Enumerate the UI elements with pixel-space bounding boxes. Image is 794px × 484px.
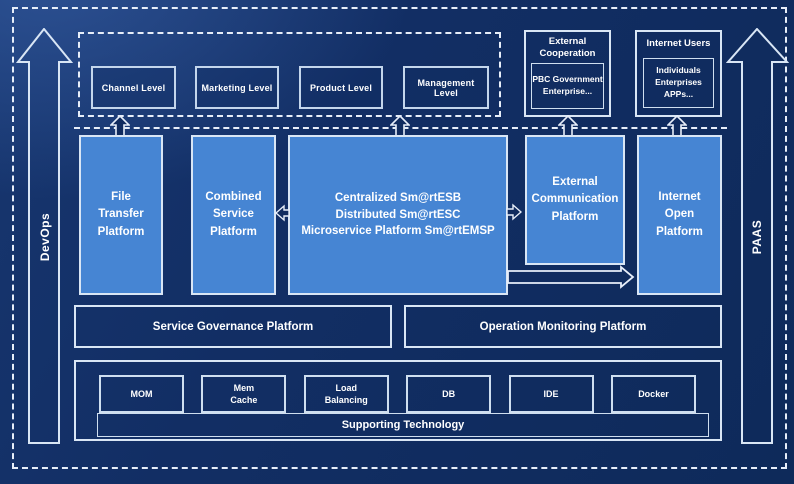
up-arrow-icon: [667, 115, 687, 137]
tech-box-ide: IDE: [508, 375, 594, 413]
level-box-product: Product Level: [299, 66, 383, 109]
long-right-arrow-icon: [507, 265, 635, 289]
devops-up-arrow-icon: [16, 28, 74, 444]
tech-box-db: DB: [406, 375, 492, 413]
level-box-marketing: Marketing Level: [195, 66, 279, 109]
tech-box-mem-cache: Mem Cache: [201, 375, 287, 413]
external-cooperation-title: External Cooperation: [539, 36, 596, 60]
level-label: Product Level: [309, 82, 373, 93]
level-box-management: Management Level: [403, 66, 489, 109]
levels-group: Channel Level Marketing Level Product Le…: [78, 32, 501, 117]
up-arrow-icon: [390, 115, 410, 137]
central-esb-platform-box: Centralized Sm@rtESB Distributed Sm@rtES…: [288, 135, 508, 295]
supporting-technology-bar: Supporting Technology: [97, 413, 709, 437]
paas-label: PAAS: [750, 219, 765, 254]
internet-users-box: Internet Users Individuals Enterprises A…: [635, 30, 722, 117]
supporting-technology-group: MOM Mem Cache Load Balancing DB IDE Dock…: [74, 360, 722, 441]
level-label: Channel Level: [101, 82, 166, 93]
level-label: Management Level: [417, 77, 475, 98]
internet-open-platform-box: Internet Open Platform: [637, 135, 722, 295]
left-arrow-icon: [275, 204, 290, 222]
internet-users-title: Internet Users: [646, 38, 711, 49]
up-arrow-icon: [110, 115, 130, 137]
outer-dashed-border: [12, 7, 787, 469]
external-cooperation-content-box: PBC Government Enterprise...: [531, 63, 604, 109]
combined-service-platform-box: Combined Service Platform: [191, 135, 276, 295]
paas-up-arrow-icon: [726, 28, 789, 444]
right-arrow-icon: [506, 203, 522, 221]
up-arrow-icon: [558, 115, 578, 137]
tech-box-load-balancing: Load Balancing: [303, 375, 389, 413]
devops-label: DevOps: [37, 212, 52, 261]
operation-monitoring-platform-box: Operation Monitoring Platform: [404, 305, 722, 348]
external-communication-platform-box: External Communication Platform: [525, 135, 625, 265]
level-label: Marketing Level: [201, 82, 273, 93]
level-box-channel: Channel Level: [91, 66, 176, 109]
service-governance-platform-box: Service Governance Platform: [74, 305, 392, 348]
external-cooperation-box: External Cooperation PBC Government Ente…: [524, 30, 611, 117]
tech-box-docker: Docker: [610, 375, 696, 413]
file-transfer-platform-box: File Transfer Platform: [79, 135, 163, 295]
internet-users-content-box: Individuals Enterprises APPs...: [643, 58, 714, 108]
tech-box-mom: MOM: [99, 375, 184, 413]
